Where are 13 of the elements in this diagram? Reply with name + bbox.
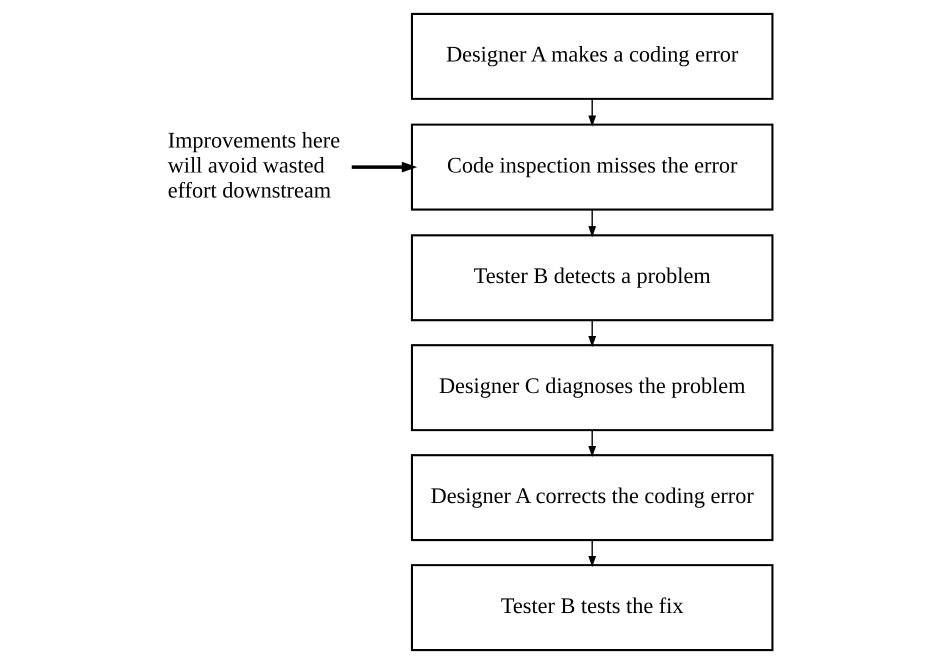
- node-box: Code inspection misses the error: [410, 124, 774, 211]
- arrow: [588, 99, 596, 127]
- node-text: Improvements here will avoid wasted effort downstream: [168, 127, 340, 202]
- arrow: [588, 540, 596, 568]
- arrow: [352, 162, 418, 172]
- node-box: Designer C diagnoses the problem: [410, 344, 774, 432]
- arrow: [588, 430, 596, 458]
- node-box: Tester B detects a problem: [410, 234, 774, 322]
- arrow: [588, 320, 596, 348]
- arrow: [588, 210, 596, 238]
- node-box: Designer A corrects the coding error: [410, 454, 774, 542]
- node-box: Tester B tests the fix: [410, 564, 774, 652]
- node-box: Designer A makes a coding error: [410, 12, 774, 100]
